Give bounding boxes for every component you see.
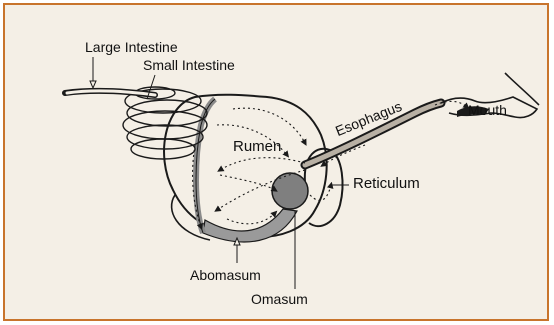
abomasum-body <box>203 209 297 242</box>
diagram-frame: Large Intestine Small Intestine Rumen Es… <box>3 3 549 321</box>
mouth-label: Mouth <box>468 102 507 118</box>
omasum-body <box>272 173 308 209</box>
small-intestine-label: Small Intestine <box>143 57 235 73</box>
reticulum-label: Reticulum <box>353 176 420 192</box>
rumen-label: Rumen <box>233 139 281 155</box>
intestine-duct <box>196 99 215 233</box>
large-intestine-label: Large Intestine <box>85 39 178 55</box>
omasum-label: Omasum <box>251 291 308 307</box>
abomasum-label: Abomasum <box>190 267 261 283</box>
jaw-line <box>505 73 539 105</box>
flow-arrows <box>193 101 467 227</box>
